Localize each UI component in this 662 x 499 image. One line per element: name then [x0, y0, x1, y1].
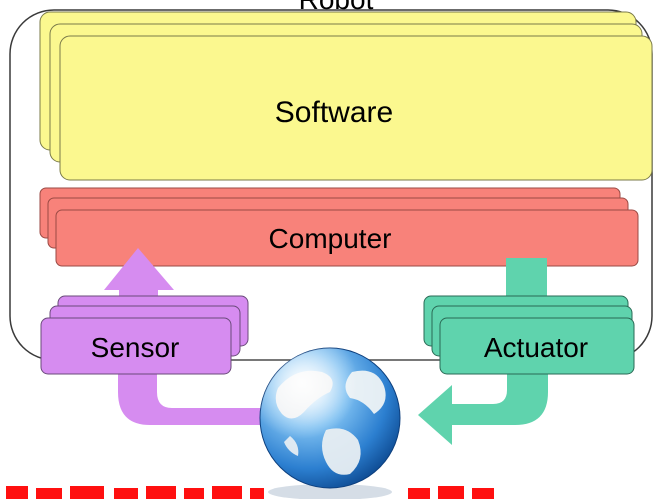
computer-stack	[39, 187, 639, 267]
computer-label: Computer	[268, 223, 392, 254]
actuator-output-arrow	[418, 370, 548, 445]
sensor-stack	[40, 295, 249, 375]
actuator-down-arrow	[506, 258, 547, 302]
sensor-input-arrow	[118, 370, 262, 425]
red-caption-fragment	[6, 486, 494, 499]
software-label: Software	[274, 96, 394, 129]
sensor-label: Sensor	[90, 332, 180, 363]
globe-icon	[259, 347, 401, 499]
actuator-stack	[423, 295, 635, 375]
actuator-label: Actuator	[483, 332, 589, 363]
robot-label: Robot	[286, 0, 386, 14]
software-stack	[39, 11, 653, 181]
